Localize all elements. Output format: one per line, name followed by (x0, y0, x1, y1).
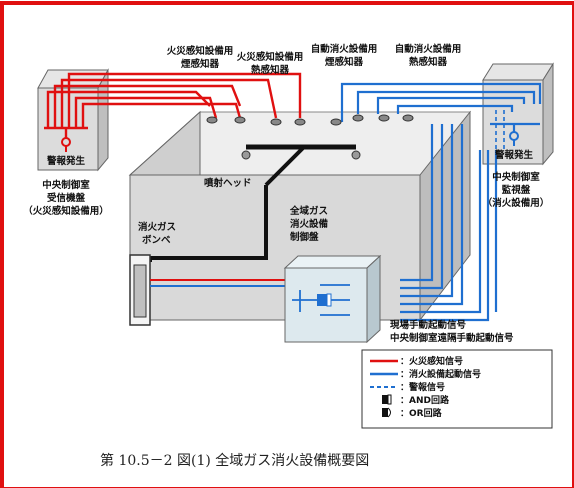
control-label-2: 消火設備 (290, 218, 329, 230)
control-label-1: 全域ガス (289, 205, 328, 217)
legend-alarm-signal: ：警報信号 (400, 381, 445, 393)
alarm-label-right: 警報発生 (495, 149, 534, 161)
legend-fire-signal: ：火災感知信号 (400, 355, 463, 367)
detector-ext-heat-2 (402, 114, 414, 122)
gas-cylinder (129, 254, 300, 326)
control-label-3: 制御盤 (290, 231, 319, 243)
signal-remote-label: 中央制御室遠隔手動起動信号 (390, 332, 514, 344)
label-fire-smoke-top: 火災感知設備用 (167, 45, 234, 57)
ext-signal-lines (340, 82, 542, 322)
label-ext-smoke-top: 自動消火設備用 (311, 43, 378, 55)
detector-ext-heat-1 (378, 114, 390, 122)
left-panel-line2: 受信機盤 (47, 192, 86, 204)
right-panel-line1: 中央制御室 (492, 171, 540, 183)
label-fire-heat-bottom: 熱感知器 (251, 64, 290, 76)
legend-ext-signal: ：消火設備起動信号 (400, 368, 481, 380)
control-panel (283, 254, 382, 344)
left-panel-line1: 中央制御室 (42, 179, 90, 191)
nozzle-head-left (241, 150, 251, 160)
right-panel-line2: 監視盤 (502, 184, 531, 196)
right-panel-line3: （消火設備用） (483, 197, 550, 209)
detectors (206, 114, 414, 126)
or-gate-icon (382, 408, 388, 417)
label-ext-heat-bottom: 熱感知器 (409, 56, 448, 68)
left-panel-line3: （火災感知設備用） (23, 205, 109, 217)
alarm-label-left: 警報発生 (47, 155, 86, 167)
nozzle-head-right (351, 150, 361, 160)
right-panel-cabinet (482, 62, 554, 166)
detector-ext-smoke-1 (330, 118, 342, 126)
label-ext-heat-top: 自動消火設備用 (395, 43, 462, 55)
and-gate-icon (382, 395, 388, 404)
detector-fire-smoke-2 (234, 116, 246, 124)
detector-fire-smoke-1 (206, 116, 218, 124)
detector-fire-heat-1 (270, 118, 282, 126)
legend: ：火災感知信号 ：消火設備起動信号 ：警報信号 ：AND回路 ：OR回路 (361, 349, 553, 429)
legend-and-circuit: ：AND回路 (400, 394, 450, 406)
detector-fire-heat-2 (294, 118, 306, 126)
signal-local-label: 現場手動起動信号 (390, 319, 467, 331)
detector-ext-smoke-2 (352, 114, 364, 122)
cylinder-label-2: ボンベ (142, 234, 171, 246)
fire-signal-lines (44, 72, 302, 138)
legend-or-circuit: ：OR回路 (400, 407, 443, 419)
cylinder-label-1: 消火ガス (138, 221, 176, 233)
label-ext-smoke-bottom: 煙感知器 (325, 56, 364, 68)
figure-caption: 第 10.5－2 図(1) 全域ガス消火設備概要図 (100, 452, 369, 469)
label-fire-heat-top: 火災感知設備用 (237, 51, 304, 63)
nozzle-label: 噴射ヘッド (204, 177, 252, 189)
label-fire-smoke-bottom: 煙感知器 (181, 58, 220, 70)
